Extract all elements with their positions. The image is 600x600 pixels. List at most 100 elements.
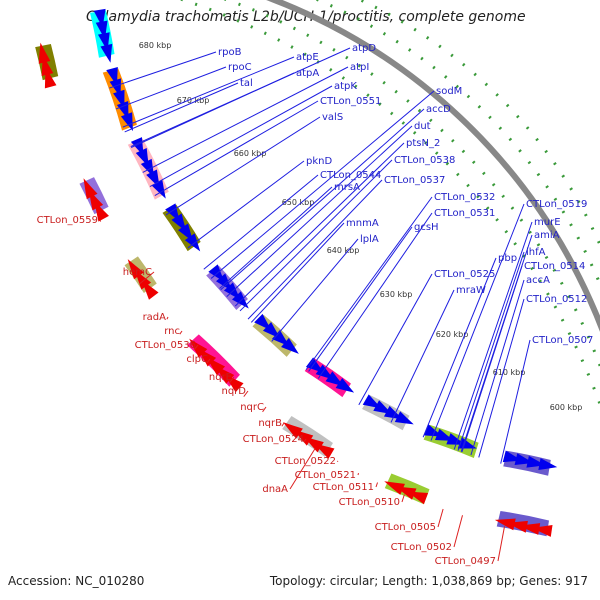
genome-backbone	[265, 0, 600, 333]
reverse-gene-leader-line	[281, 422, 285, 427]
forward-gene-leader-line	[165, 116, 321, 216]
forward-gene-label: mraW	[456, 285, 486, 296]
reverse-gene-leader-line	[228, 376, 235, 384]
reverse-gene-arrow	[38, 42, 51, 64]
forward-gene-label: lplA	[360, 234, 379, 245]
forward-gene-leader-line	[124, 82, 239, 133]
forward-gene-label: atpD	[352, 43, 376, 54]
reverse-gene-arrow	[44, 67, 57, 89]
reverse-gene-leader-line	[401, 494, 405, 503]
forward-gene-label: CTLon_0519	[526, 199, 587, 210]
forward-gene-leader-line	[271, 238, 359, 342]
forward-gene-label: gcsH	[414, 222, 439, 233]
reverse-gene-leader-line	[303, 438, 307, 442]
forward-gene-label: tal	[240, 78, 253, 89]
reverse-gene-arrow	[395, 486, 417, 500]
reverse-gene-leader-line	[375, 482, 379, 488]
reverse-gene-leader-line	[289, 448, 316, 490]
forward-gene-leader-line	[122, 56, 295, 128]
forward-gene-label: accA	[526, 275, 550, 286]
forward-gene-leader-line	[390, 289, 455, 423]
reverse-gene-leader-line	[357, 472, 359, 476]
forward-gene-label: CTLon_0507	[532, 335, 593, 346]
forward-gene-label: valS	[322, 112, 343, 123]
forward-gene-leader-line	[149, 85, 333, 188]
reverse-gene-label: CTLon_0511	[313, 482, 374, 493]
reverse-gene-leader-line	[336, 460, 339, 463]
forward-gene-leader-line	[305, 196, 433, 370]
reverse-gene-leader-line	[437, 508, 444, 528]
reverse-gene-label: CTLon_0522	[275, 456, 336, 467]
forward-gene-label: mrsA	[334, 182, 360, 193]
forward-gene-label: atpE	[296, 52, 319, 63]
forward-gene-leader-line	[109, 51, 217, 89]
forward-gene-label: atpK	[334, 81, 357, 92]
forward-gene-arrow	[335, 377, 355, 393]
forward-gene-leader-line	[210, 90, 435, 279]
reverse-gene-leader-line	[453, 515, 463, 548]
forward-gene-leader-line	[219, 186, 333, 289]
reverse-gene-label: hemC	[123, 267, 152, 278]
forward-gene-leader-line	[154, 100, 319, 196]
reverse-gene-label: CTLon_0497	[435, 556, 496, 567]
forward-gene-arrow	[457, 437, 477, 449]
forward-gene-label: pknD	[306, 156, 332, 167]
forward-gene-leader-line	[453, 221, 533, 450]
scale-tick-label: 640 kbp	[327, 246, 360, 255]
scale-tick-label: 670 kbp	[177, 96, 210, 105]
reverse-gene-label: nqrE	[209, 372, 232, 383]
scale-tick-label: 680 kbp	[139, 41, 172, 50]
reverse-gene-label: CTLon_0521	[295, 470, 356, 481]
reverse-gene-label: CTLon_0502	[391, 542, 452, 553]
reverse-gene-arrow	[494, 518, 516, 531]
reverse-gene-arrow	[384, 481, 405, 495]
forward-gene-leader-line	[430, 203, 525, 441]
reverse-gene-arrow	[94, 200, 109, 222]
reverse-gene-arrow	[303, 436, 324, 453]
forward-gene-arrow	[100, 43, 113, 63]
reverse-gene-arrow	[88, 189, 104, 211]
reverse-gene-label: CTLon_0524	[243, 434, 304, 445]
reverse-gene-label: CTLon_0536	[135, 340, 196, 351]
reverse-gene-arrow	[83, 178, 98, 200]
forward-gene-leader-line	[461, 265, 523, 453]
forward-gene-label: CTLon_0538	[394, 155, 455, 166]
forward-gene-leader-line	[226, 125, 413, 298]
reverse-gene-arrow	[224, 374, 244, 393]
reverse-gene-leader-line	[243, 390, 249, 397]
reverse-gene-leader-line	[206, 358, 211, 364]
forward-gene-label: amiA	[534, 230, 560, 241]
forward-gene-arrow	[184, 233, 201, 252]
reverse-gene-label: nqrC	[240, 402, 264, 413]
reverse-gene-arrow	[507, 520, 528, 533]
forward-gene-arrow	[281, 337, 299, 354]
forward-gene-arrow	[151, 180, 166, 199]
forward-gene-leader-line	[500, 339, 531, 464]
reverse-gene-label: CTLon_0510	[339, 497, 400, 508]
forward-gene-label: pbp	[498, 253, 517, 264]
reverse-gene-label: CTLon_0505	[375, 522, 436, 533]
reverse-gene-leader-line	[193, 344, 199, 351]
forward-gene-leader-line	[358, 273, 433, 406]
map-title: Chlamydia trachomatis L2b/UCH-1/proctiti…	[86, 9, 526, 25]
reverse-gene-leader-line	[497, 526, 506, 562]
genome-summary-text: Topology: circular; Length: 1,038,869 bp…	[269, 574, 588, 588]
forward-gene-leader-line	[130, 47, 351, 147]
forward-gene-leader-line	[142, 66, 349, 173]
reverse-gene-arrow	[314, 443, 335, 459]
reverse-gene-leader-line	[166, 316, 169, 320]
forward-gene-label: CTLon_0532	[434, 192, 495, 203]
forward-gene-leader-line	[457, 251, 525, 451]
forward-gene-label: dut	[414, 121, 431, 132]
reverse-gene-arrow	[407, 491, 429, 505]
forward-gene-leader-line	[234, 142, 405, 307]
forward-gene-leader-line	[478, 298, 525, 458]
reverse-gene-label: nqrB	[258, 418, 282, 429]
forward-gene-label: CTLon_0531	[434, 208, 495, 219]
forward-gene-leader-line	[470, 279, 525, 456]
forward-gene-leader-line	[115, 66, 227, 110]
forward-gene-leader-line	[317, 212, 433, 379]
forward-gene-label: accD	[426, 104, 451, 115]
